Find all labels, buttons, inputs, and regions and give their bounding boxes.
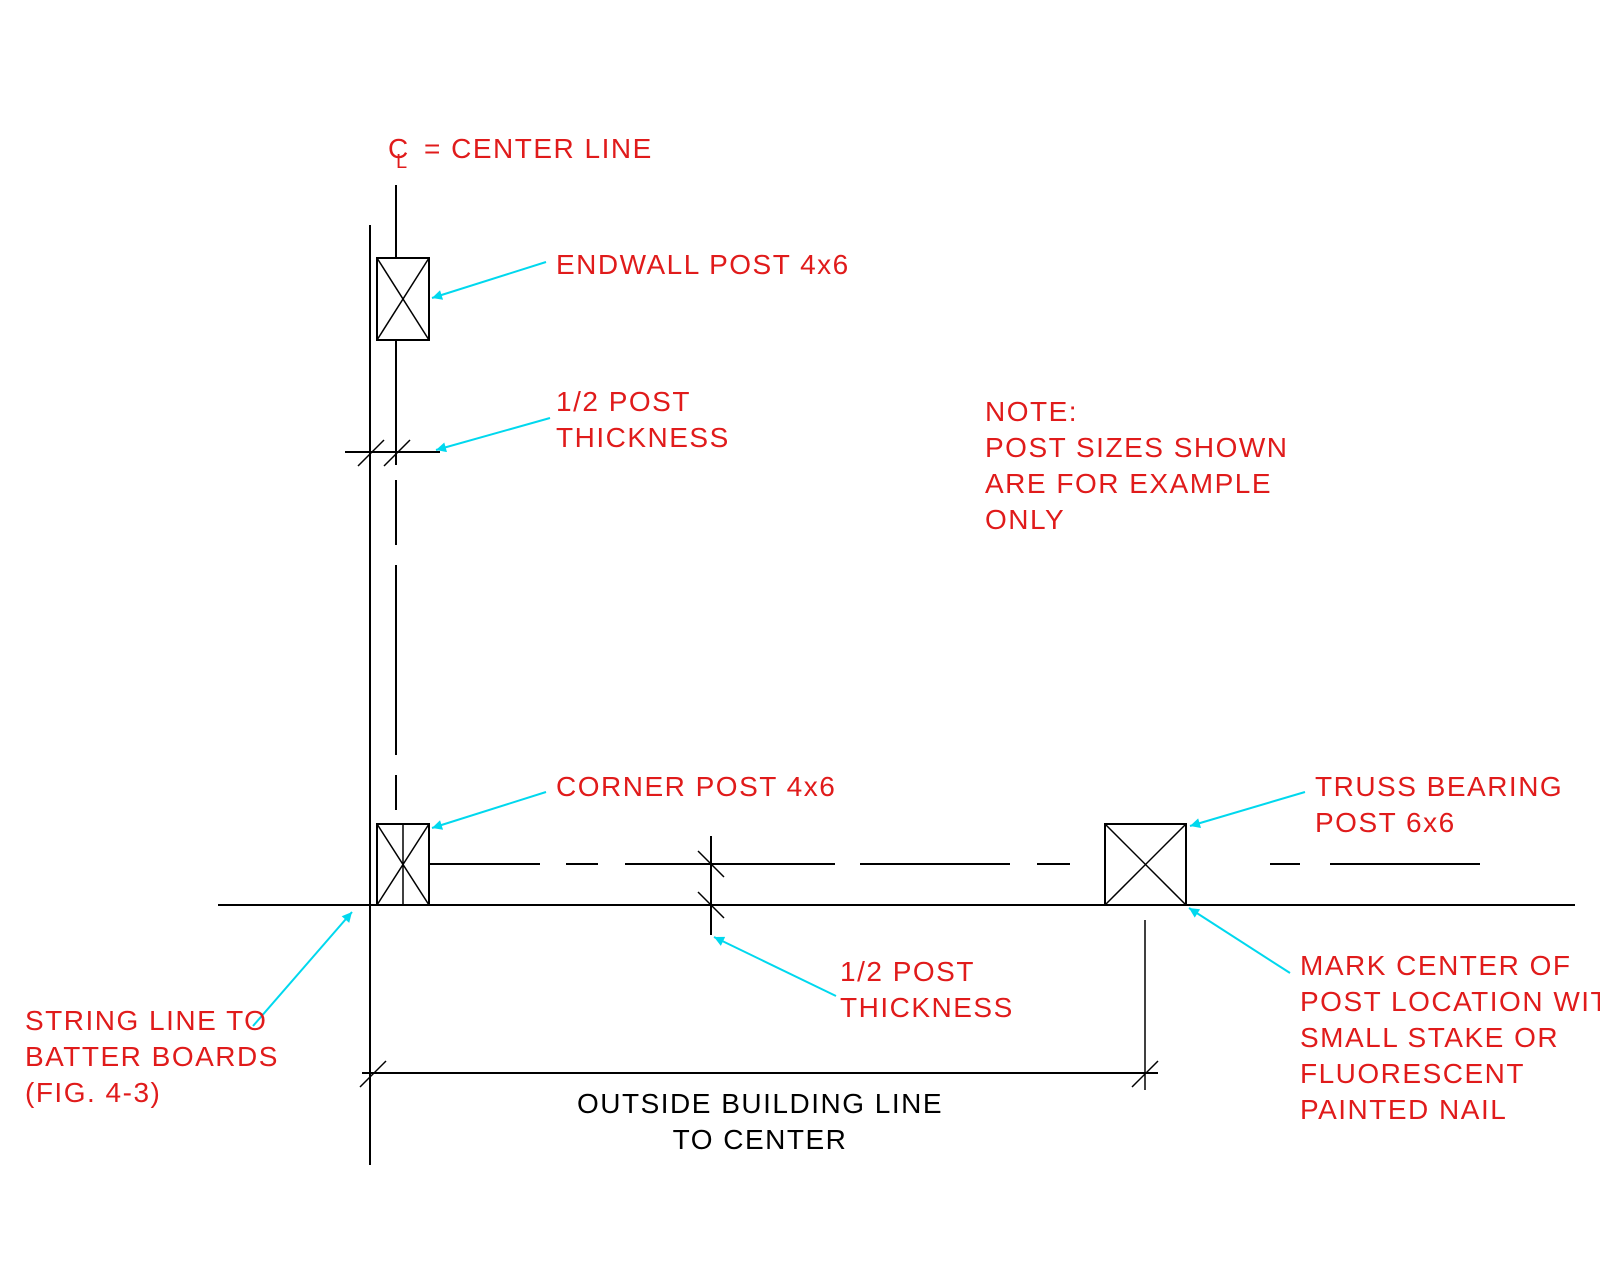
center-line-legend: C L = CENTER LINE [388,133,653,173]
corner-post [376,823,430,906]
centerline-legend-text: = CENTER LINE [424,133,653,164]
dimension-label-line2: TO CENTER [673,1124,848,1155]
leader-half-post-top [435,417,551,453]
note-line4: ONLY [985,504,1065,535]
dimension-tick-left [359,1060,387,1088]
label-mark-center-line1: MARK CENTER OF [1300,950,1571,981]
endwall-post [376,257,430,341]
note-line1: NOTE: [985,396,1078,427]
labels: ENDWALL POST 4x6 1/2 POST THICKNESS NOTE… [25,249,1600,1155]
label-mark-center-line3: SMALL STAKE OR [1300,1022,1559,1053]
label-truss-bearing-line2: POST 6x6 [1315,807,1456,838]
leader-truss-bearing-post [1189,791,1306,828]
dimension-tick-right [1131,1060,1159,1088]
label-half-post-bottom-line1: 1/2 POST [840,956,975,987]
label-mark-center-line4: FLUORESCENT [1300,1058,1525,1089]
half-post-thickness-mark-top [345,439,440,467]
dimension-outside-to-center [359,920,1159,1090]
note-line2: POST SIZES SHOWN [985,432,1289,463]
centerline-symbol-subscript: L [396,151,409,173]
half-post-thickness-mark-bottom [697,836,725,935]
leader-endwall-post [431,261,547,300]
label-mark-center-line5: PAINTED NAIL [1300,1094,1507,1125]
label-half-post-top-line2: THICKNESS [556,422,730,453]
leaders [252,261,1306,1027]
line-work [218,185,1575,1165]
label-half-post-top-line1: 1/2 POST [556,386,691,417]
label-string-line-line3: (FIG. 4-3) [25,1077,161,1108]
centerline-symbol: C [388,133,410,164]
leader-mark-center [1188,907,1291,974]
label-truss-bearing-line1: TRUSS BEARING [1315,771,1563,802]
leader-string-line [252,911,353,1027]
endwall-post-outline [376,257,430,341]
leader-corner-post [431,791,547,830]
label-string-line-line2: BATTER BOARDS [25,1041,279,1072]
truss-bearing-post [1104,823,1187,906]
label-string-line-line1: STRING LINE TO [25,1005,267,1036]
label-corner-post: CORNER POST 4x6 [556,771,836,802]
leader-half-post-bottom [713,936,837,997]
label-endwall-post: ENDWALL POST 4x6 [556,249,850,280]
label-half-post-bottom-line2: THICKNESS [840,992,1014,1023]
truss-bearing-post-outline [1104,823,1187,906]
dimension-label-line1: OUTSIDE BUILDING LINE [577,1088,943,1119]
note-line3: ARE FOR EXAMPLE [985,468,1272,499]
label-mark-center-line2: POST LOCATION WITH [1300,986,1600,1017]
